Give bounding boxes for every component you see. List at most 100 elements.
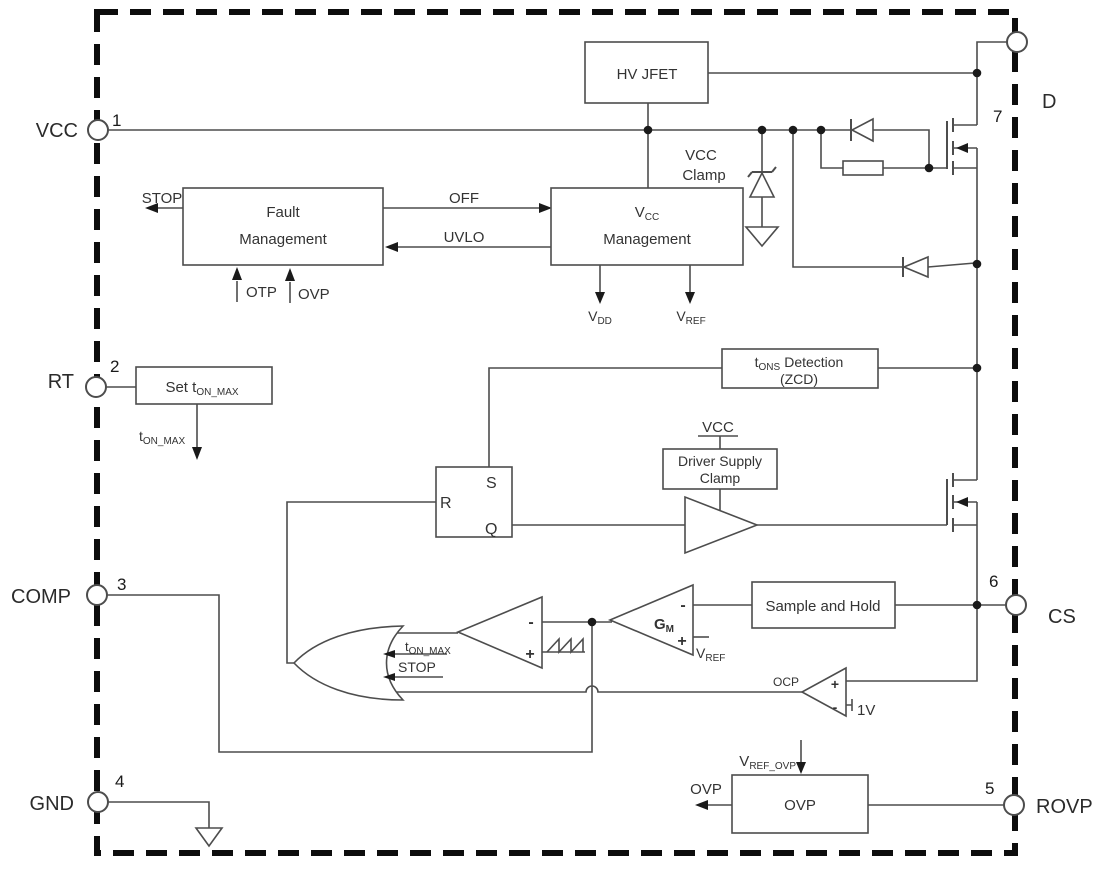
arrowhead-ovp-out	[695, 800, 708, 810]
junction-dot	[788, 125, 798, 135]
vcc-clamp-label-2: Clamp	[682, 167, 725, 184]
driver-buffer	[684, 495, 760, 555]
latch-r-label: R	[440, 495, 452, 512]
startup-diode-icon	[850, 117, 874, 143]
vcc-rail-label: VCC	[702, 419, 734, 436]
pin-vcc-label: VCC	[36, 120, 78, 142]
vref-label: VREF	[676, 308, 705, 327]
vref-gm-label: VREF	[696, 645, 725, 664]
arrowhead-vref-ovp	[796, 762, 806, 774]
blocks: HV JFET Fault Management VCC Management …	[135, 41, 896, 834]
off-label: OFF	[449, 190, 479, 207]
drain-diode-icon	[901, 255, 929, 279]
junction-dot	[643, 125, 653, 135]
wire-gnd	[108, 801, 210, 828]
pin-gnd-circle	[87, 791, 109, 813]
ocp-ref-label: 1V	[857, 702, 875, 719]
otp-label: OTP	[246, 284, 277, 301]
pin-comp-circle	[86, 584, 108, 606]
block-tons-detection	[721, 348, 879, 389]
junction-dot	[972, 68, 982, 78]
pin-d-label: D	[1042, 91, 1056, 113]
mosfet-body-arrow-icon	[956, 143, 968, 153]
ovp-out-label: OVP	[690, 781, 722, 798]
pin-cs-label: CS	[1048, 606, 1076, 628]
fault-management-label-1: Fault	[266, 204, 300, 221]
arrowhead-otp	[232, 267, 242, 280]
block-vcc-management	[550, 187, 744, 266]
pwm-comparator	[455, 595, 543, 670]
arrowhead-stop	[145, 203, 158, 213]
vdd-label: VDD	[588, 308, 612, 327]
pin-rt-number: 2	[110, 357, 119, 376]
arrowhead-ovp-fault	[285, 268, 295, 281]
junction-dot	[757, 125, 767, 135]
or-stop-label: STOP	[398, 659, 436, 675]
junction-dot	[816, 125, 826, 135]
wire-ocp-output	[394, 685, 802, 693]
junction-dot	[972, 600, 982, 610]
vcc-management-label-2: Management	[603, 231, 691, 248]
ocp-plus-sign: +	[831, 676, 839, 692]
pin-comp-number: 3	[117, 575, 126, 594]
ground-icon-gnd	[194, 827, 224, 848]
pin-cs-circle	[1005, 594, 1027, 616]
wire-drain-diode-slant	[927, 262, 976, 268]
startup-mosfet-icon	[946, 118, 968, 175]
gm-label: GM	[654, 616, 674, 635]
wire-pin-d	[976, 41, 1007, 125]
ground-icon-clamp	[744, 226, 780, 248]
mosfet-body-arrow-icon	[956, 497, 968, 507]
pin-rovp-label: ROVP	[1036, 796, 1093, 818]
junction-dot	[972, 259, 982, 269]
gm-amplifier	[607, 583, 694, 657]
arrowhead-vdd	[595, 292, 605, 304]
block-set-ton-max	[135, 366, 273, 405]
arrowhead-vref	[685, 292, 695, 304]
wire-vcc-rail-symbol	[698, 435, 738, 449]
power-mosfet-icon	[946, 473, 968, 532]
hv-jfet-label: HV JFET	[617, 66, 678, 83]
set-ton-max-label: Set tON_MAX	[165, 379, 238, 398]
block-sr-latch	[435, 466, 513, 538]
wire-or-to-reset	[286, 501, 436, 664]
pin-rt-circle	[85, 376, 107, 398]
junction-dot	[972, 363, 982, 373]
ovp-block-label: OVP	[784, 797, 816, 814]
pin-comp-label: COMP	[11, 586, 71, 608]
pin-rovp-number: 5	[985, 779, 994, 798]
gm-plus-sign: +	[677, 633, 686, 650]
arrowheads	[145, 203, 806, 810]
pin-rt-label: RT	[48, 371, 74, 393]
ocp-comparator	[800, 666, 847, 718]
sample-and-hold-label: Sample and Hold	[765, 598, 880, 615]
pin-gnd-label: GND	[30, 793, 74, 815]
wire-drain-diode-branch	[792, 130, 903, 268]
pin-rovp-circle	[1003, 794, 1025, 816]
block-fault-management	[182, 187, 384, 266]
devices	[194, 117, 968, 848]
tons-detection-label-2: (ZCD)	[780, 371, 818, 387]
vcc-clamp-label-1: VCC	[685, 147, 717, 164]
wire-diode-to-gate-node	[873, 129, 930, 168]
ovp-fault-label: OVP	[298, 286, 330, 303]
junction-dots	[587, 68, 982, 627]
signal-labels: STOP OFF UVLO OTP OVP VDD VREF VCC Clamp…	[139, 147, 875, 798]
block-driver-supply-clamp	[662, 448, 778, 490]
resistor-icon	[842, 160, 884, 176]
pwm-minus-sign: -	[528, 614, 533, 631]
wire-comp-net	[107, 594, 593, 753]
vcc-management-label-1: VCC	[635, 204, 659, 223]
uvlo-label: UVLO	[444, 229, 485, 246]
arrowhead-off	[539, 203, 552, 213]
wire-resistor-left-lead	[820, 130, 843, 169]
ton-max-rt-label: tON_MAX	[139, 428, 185, 447]
or-ton-max-label: tON_MAX	[405, 639, 451, 657]
zener-diode-icon	[747, 166, 777, 198]
latch-q-label: Q	[485, 521, 497, 538]
pin-vcc-number: 1	[112, 111, 121, 130]
ocp-label: OCP	[773, 675, 799, 689]
driver-supply-clamp-label-1: Driver Supply	[678, 453, 762, 469]
vref-ovp-label: VREF_OVP	[739, 753, 796, 772]
